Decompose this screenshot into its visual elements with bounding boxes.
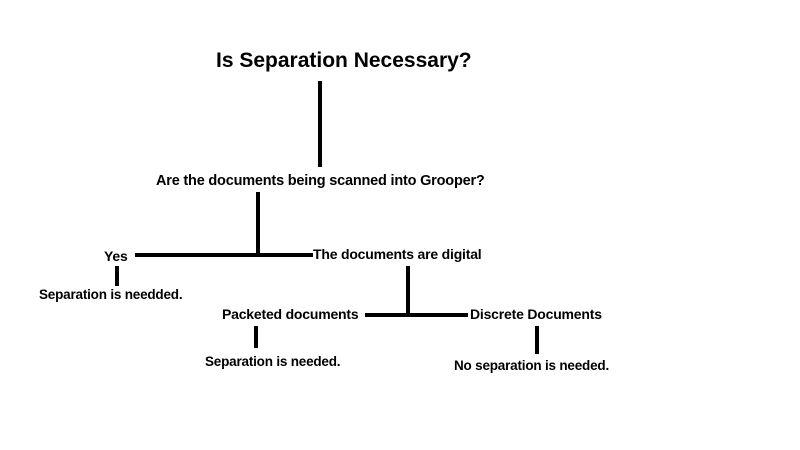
connector-discrete-to-outcome [535, 326, 539, 354]
node-question-scanned: Are the documents being scanned into Gro… [156, 173, 485, 189]
node-yes-outcome: Separation is needded. [39, 287, 183, 302]
connector-packeted-to-outcome [254, 326, 258, 348]
connector-digital-to-branch-junction [406, 266, 410, 316]
node-branch-packeted: Packeted documents [222, 306, 359, 322]
node-branch-yes: Yes [104, 248, 128, 264]
connector-root-to-question [318, 81, 322, 167]
node-packeted-outcome: Separation is needed. [205, 354, 341, 369]
connector-question-to-branch-junction [256, 192, 260, 256]
connector-packeted-discrete-bar [365, 313, 468, 317]
node-discrete-outcome: No separation is needed. [454, 358, 609, 373]
connector-yes-digital-bar [135, 253, 313, 257]
node-branch-digital: The documents are digital [313, 246, 482, 262]
connector-yes-to-outcome [115, 266, 119, 286]
node-root-title: Is Separation Necessary? [216, 49, 472, 72]
node-branch-discrete: Discrete Documents [470, 306, 602, 322]
